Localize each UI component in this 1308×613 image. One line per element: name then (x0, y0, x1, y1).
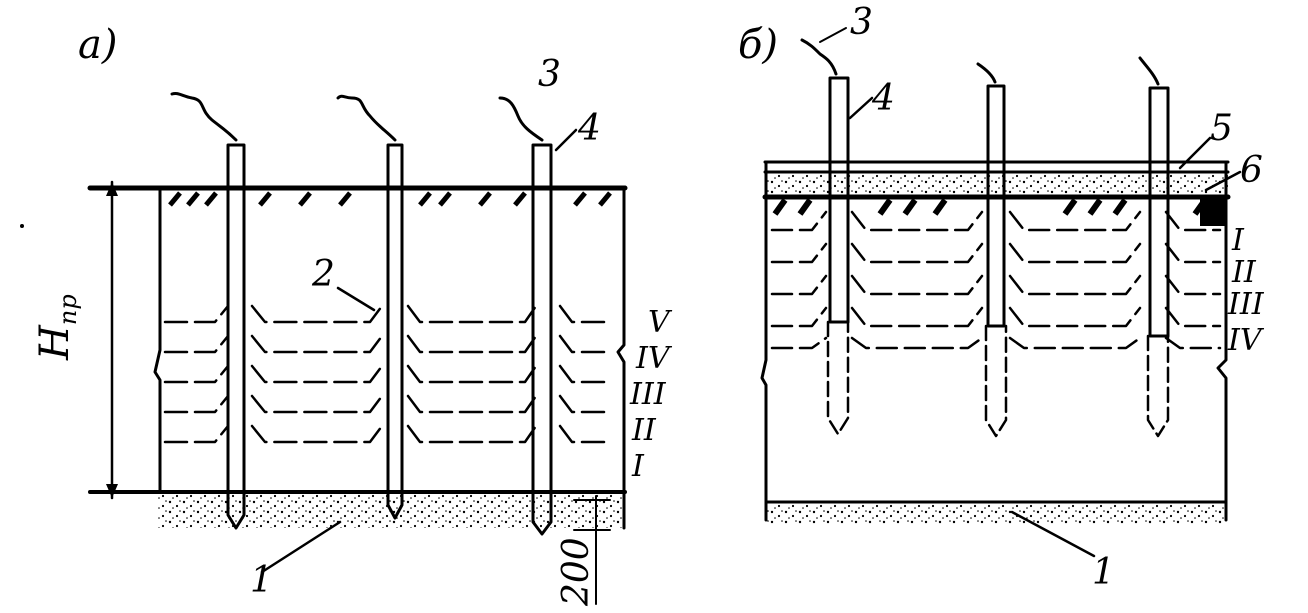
callout-b-4: 4 (871, 78, 895, 119)
thaw-layer-boundaries-b (770, 210, 1222, 350)
callout-line-b-6 (1204, 170, 1242, 192)
callout-b-3: 3 (850, 2, 873, 43)
diagram-b-label: б) (738, 22, 778, 68)
callout-line-1 (260, 520, 342, 574)
callout-4: 4 (577, 108, 601, 149)
electrode-b3 (1138, 56, 1170, 438)
callout-b-1: 1 (1092, 552, 1115, 593)
callout-3: 3 (538, 54, 561, 95)
layer-label-a-2: III (629, 377, 667, 412)
layer-label-a-0: V (648, 305, 673, 340)
diagram-a-label: а) (78, 22, 117, 68)
electrode-b1 (800, 38, 850, 436)
layer-label-a-4: I (631, 449, 645, 484)
callout-line-b-1 (1010, 510, 1096, 558)
wall-left-b (760, 160, 768, 522)
callout-line-b-3 (819, 27, 847, 43)
dimension-label: Hпр (32, 294, 82, 361)
layer-label-b-2: III (1227, 287, 1265, 322)
callout-line-2 (336, 286, 376, 312)
electrode-a1 (170, 92, 246, 530)
layer-label-a-3: II (631, 413, 657, 448)
diagram-a: а) Hпр (32, 22, 673, 607)
wall-left (153, 186, 162, 494)
layer-label-b-0: I (1231, 223, 1245, 258)
layer-label-a-1: IV (635, 341, 673, 376)
diagram-b: б) (738, 2, 1265, 593)
wall-right (616, 186, 626, 530)
callout-1: 1 (250, 560, 273, 601)
electrode-a2 (336, 94, 404, 520)
electrode-b2 (976, 62, 1008, 438)
layer-label-b-1: II (1231, 255, 1257, 290)
stray-mark (20, 224, 24, 228)
wall-right-b (1216, 160, 1228, 522)
callout-line-b-4 (848, 96, 874, 120)
dark-block (1200, 198, 1226, 226)
callout-b-6: 6 (1240, 150, 1263, 191)
layer-label-b-3: IV (1227, 323, 1265, 358)
callout-line-b-5 (1178, 136, 1212, 170)
callout-2: 2 (311, 254, 335, 295)
callout-b-5: 5 (1210, 108, 1233, 149)
insulation-layer (765, 174, 1228, 196)
electrode-a3 (498, 96, 553, 536)
sand-base-b (766, 502, 1226, 524)
thaw-layer-boundaries (163, 304, 614, 444)
ground-hatching (168, 191, 612, 207)
callout-line-4 (554, 128, 578, 152)
depth-label: 200 (556, 537, 597, 607)
